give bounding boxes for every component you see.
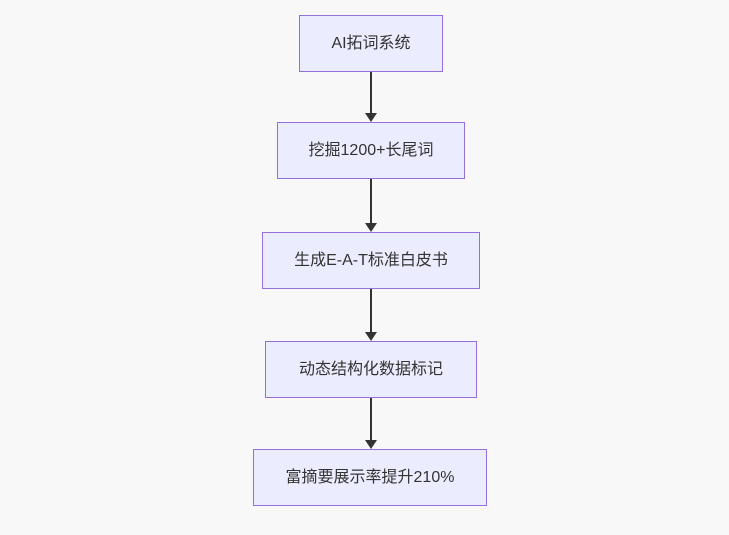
- flow-node-label: 动态结构化数据标记: [298, 360, 443, 378]
- edge-line: [370, 289, 372, 333]
- flow-node-label: 富摘要展示率提升210%: [285, 468, 455, 486]
- flow-node-eat-whitepaper: 生成E-A-T标准白皮书: [262, 232, 480, 289]
- edge-line: [370, 398, 372, 441]
- arrowhead-down-icon: [365, 113, 377, 122]
- flow-edge-1: [365, 72, 377, 122]
- arrowhead-down-icon: [365, 223, 377, 232]
- arrowhead-down-icon: [365, 440, 377, 449]
- flow-node-structured-data-markup: 动态结构化数据标记: [265, 341, 477, 398]
- flow-node-longtail-mining: 挖掘1200+长尾词: [277, 122, 465, 179]
- arrowhead-down-icon: [365, 332, 377, 341]
- flow-edge-4: [365, 398, 377, 449]
- flow-node-ai-word-system: AI拓词系统: [299, 15, 443, 72]
- flow-edge-3: [365, 289, 377, 341]
- flow-node-label: 挖掘1200+长尾词: [308, 141, 434, 159]
- edge-line: [370, 72, 372, 114]
- edge-line: [370, 179, 372, 224]
- flow-edge-2: [365, 179, 377, 232]
- flow-node-rich-snippet-result: 富摘要展示率提升210%: [253, 449, 487, 506]
- flow-node-label: AI拓词系统: [331, 34, 411, 52]
- flow-node-label: 生成E-A-T标准白皮书: [294, 251, 448, 269]
